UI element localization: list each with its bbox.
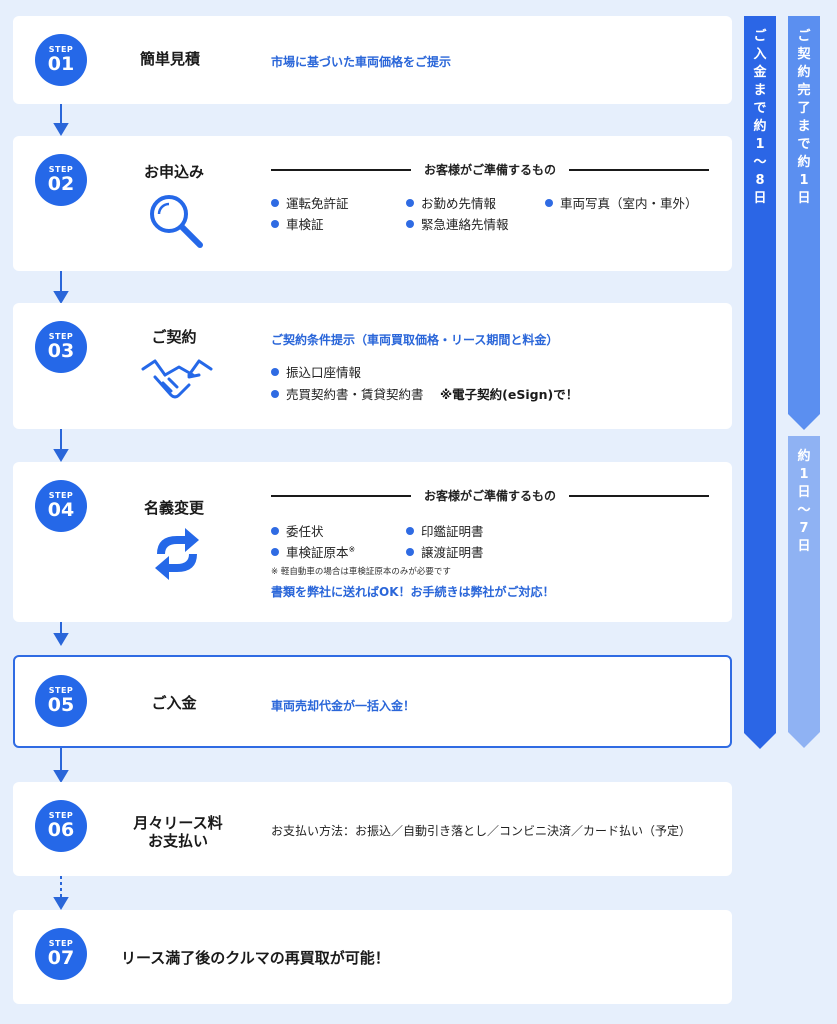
step-card-01: STEP 01 簡単見積 市場に基づいた車両価格をご提示 bbox=[13, 16, 732, 104]
arrow-head bbox=[53, 633, 69, 646]
list-item: 緊急連絡先情報 bbox=[406, 214, 509, 233]
step-card-05: STEP 05 ご入金 車両売却代金が一括入金！ bbox=[13, 655, 732, 748]
step-lead: 車両売却代金が一括入金！ bbox=[271, 699, 416, 713]
timeline-bar-transfer bbox=[788, 436, 820, 748]
step-lead: 市場に基づいた車両価格をご提示 bbox=[271, 55, 452, 69]
arrow-head bbox=[53, 897, 69, 910]
step-card-04: STEP 04 名義変更 お客様がご準備するもの 委任状 印鑑証明書 車検証原本… bbox=[13, 462, 732, 622]
arrow-head bbox=[53, 291, 69, 304]
timeline-bar-payment bbox=[744, 16, 776, 749]
section-header: お客様がご準備するもの bbox=[271, 488, 709, 503]
list-item: 譲渡証明書 bbox=[406, 542, 484, 561]
list-item: 印鑑証明書 bbox=[406, 521, 484, 540]
arrow-head bbox=[53, 770, 69, 783]
list-item: 運転免許証 bbox=[271, 193, 349, 212]
arrow-head bbox=[53, 123, 69, 136]
arrow-head bbox=[53, 449, 69, 462]
step-badge: STEP 03 bbox=[35, 321, 87, 373]
list-item: 振込口座情報 bbox=[271, 362, 361, 381]
step-title: お申込み bbox=[143, 163, 204, 181]
list-item: 委任状 bbox=[271, 521, 324, 540]
step-title: 簡単見積 bbox=[139, 50, 200, 68]
step-badge: STEP 02 bbox=[35, 154, 87, 206]
step-card-03: STEP 03 ご契約 ご契約条件提示（車両買取価格・リース期間と料金） 振込口… bbox=[13, 303, 732, 429]
step-title: ご入金 bbox=[151, 694, 197, 712]
step-title: リース満了後のクルマの再買取が可能！ bbox=[121, 949, 390, 967]
step-title: 名義変更 bbox=[143, 499, 204, 517]
timeline-bar-contract bbox=[788, 16, 820, 430]
list-item: お勤め先情報 bbox=[406, 193, 496, 212]
esign-note: ※電子契約(eSign)で！ bbox=[440, 387, 579, 402]
step-card-06: STEP 06 月々リース料 お支払い お支払い方法：お振込／自動引き落とし／コ… bbox=[13, 782, 732, 876]
sync-arrows-icon bbox=[155, 528, 199, 580]
step-badge: STEP 06 bbox=[35, 800, 87, 852]
handshake-icon bbox=[141, 359, 213, 399]
step-title: ご契約 bbox=[151, 328, 197, 346]
step-badge: STEP 05 bbox=[35, 675, 87, 727]
list-item: 車検証 bbox=[271, 214, 324, 233]
step-lead: ご契約条件提示（車両買取価格・リース期間と料金） bbox=[271, 333, 559, 347]
section-header: お客様がご準備するもの bbox=[271, 162, 709, 177]
list-item: 売買契約書・賃貸契約書 bbox=[271, 384, 424, 403]
step-badge: STEP 01 bbox=[35, 34, 87, 86]
step-badge: STEP 07 bbox=[35, 928, 87, 980]
step-card-02: STEP 02 お申込み お客様がご準備するもの 運転免許証 お勤め先情報 車両… bbox=[13, 136, 732, 271]
list-item: 車両写真（室内・車外） bbox=[545, 193, 698, 212]
payment-methods: お支払い方法：お振込／自動引き落とし／コンビニ決済／カード払い（予定） bbox=[271, 824, 692, 838]
step-lead: 書類を弊社に送ればOK！お手続きは弊社がご対応！ bbox=[271, 585, 555, 599]
magnifier-icon bbox=[150, 195, 203, 248]
step-card-07: STEP 07 リース満了後のクルマの再買取が可能！ bbox=[13, 910, 732, 1004]
step-title: 月々リース料 お支払い bbox=[133, 814, 223, 850]
footnote: ※ 軽自動車の場合は車検証原本のみが必要です bbox=[271, 567, 451, 577]
list-item: 車検証原本※ bbox=[271, 542, 355, 561]
step-badge: STEP 04 bbox=[35, 480, 87, 532]
